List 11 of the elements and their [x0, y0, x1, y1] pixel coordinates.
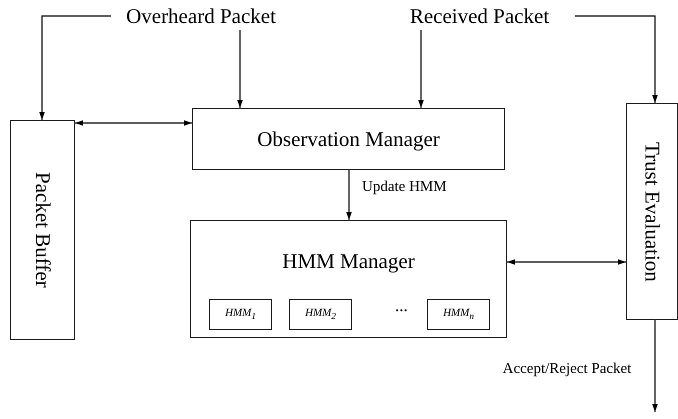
process-box — [190, 220, 507, 338]
process-box: Packet Buffer — [10, 120, 75, 340]
box-title: HMM Manager — [282, 249, 415, 274]
ellipsis-text: ... — [395, 296, 408, 316]
process-box: HMM$_{n}$ — [427, 299, 490, 330]
process-box: HMM$_{1}$ — [209, 299, 272, 330]
process-box: Observation Manager — [192, 108, 505, 170]
input-label: Overheard Packet — [126, 4, 276, 28]
process-box: Trust Evaluation — [626, 103, 678, 320]
process-box: HMM$_{2}$ — [289, 299, 352, 330]
input-label: Received Packet — [410, 4, 550, 28]
